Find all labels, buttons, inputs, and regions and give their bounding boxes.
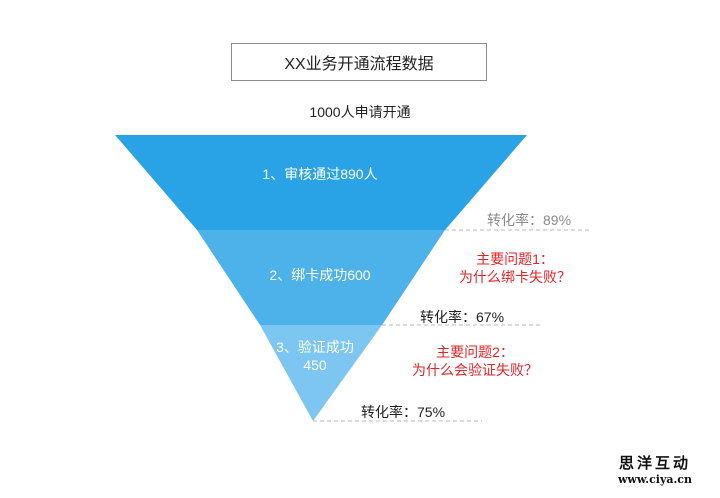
funnel-stage-3 [260,325,382,421]
issue-2-title: 主要问题2： [436,344,514,360]
issue-2-question: 为什么会验证失败？ [412,362,538,378]
funnel-top-label: 1000人申请开通 [309,104,411,120]
conversion-rate-1: 转化率：89% [487,212,572,228]
issue-1-question: 为什么绑卡失败？ [459,269,571,285]
stage-3-label-line1: 3、验证成功 [276,339,354,355]
funnel-stage-1 [115,135,527,230]
issue-1-title: 主要问题1： [476,251,554,267]
diagram-title: XX业务开通流程数据 [231,43,487,81]
stage-3-label-line2: 450 [303,357,327,373]
conversion-rate-2: 转化率：67% [420,309,505,325]
conversion-rate-3: 转化率：75% [361,404,446,420]
watermark-url: www.ciya.cn [617,473,692,486]
stage-2-label: 2、绑卡成功600 [269,267,371,283]
watermark-text: 思洋互动 [618,454,691,472]
watermark-logo: 思洋互动 www.ciya.cn [618,452,692,486]
issue-1: 主要问题1： 为什么绑卡失败？ [440,250,590,286]
funnel-stage-2 [197,230,445,325]
issue-2: 主要问题2： 为什么会验证失败？ [400,343,550,379]
stage-3-label: 3、验证成功 450 [250,338,380,374]
stage-1-label: 1、审核通过890人 [262,166,378,182]
